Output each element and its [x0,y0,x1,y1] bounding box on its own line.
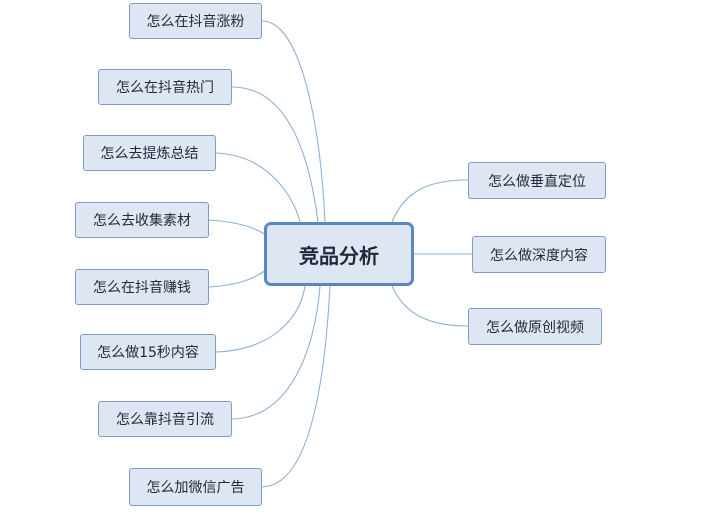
connector-right-3 [391,285,469,327]
topic-node[interactable]: 怎么做垂直定位 [468,162,606,199]
central-topic[interactable]: 竞品分析 [264,222,414,286]
topic-node[interactable]: 怎么做原创视频 [468,308,602,345]
connector-right-1 [391,179,469,223]
topic-node[interactable]: 怎么去收集素材 [75,202,209,238]
connector-left-5 [208,269,267,288]
topic-node[interactable]: 怎么靠抖音引流 [98,401,232,437]
connector-left-6 [215,285,306,353]
connector-left-8 [261,285,331,488]
topic-node[interactable]: 怎么在抖音热门 [98,69,232,105]
topic-node[interactable]: 怎么加微信广告 [129,468,262,506]
connector-left-3 [215,152,301,223]
connector-left-2 [231,86,319,223]
topic-node[interactable]: 怎么在抖音涨粉 [129,3,262,39]
connector-left-4 [208,219,267,236]
topic-node[interactable]: 怎么做深度内容 [472,236,606,273]
topic-node[interactable]: 怎么在抖音赚钱 [75,269,209,305]
topic-node[interactable]: 怎么去提炼总结 [83,135,216,171]
connector-left-1 [261,20,326,223]
connector-left-7 [231,285,321,420]
topic-node[interactable]: 怎么做15秒内容 [80,334,216,370]
